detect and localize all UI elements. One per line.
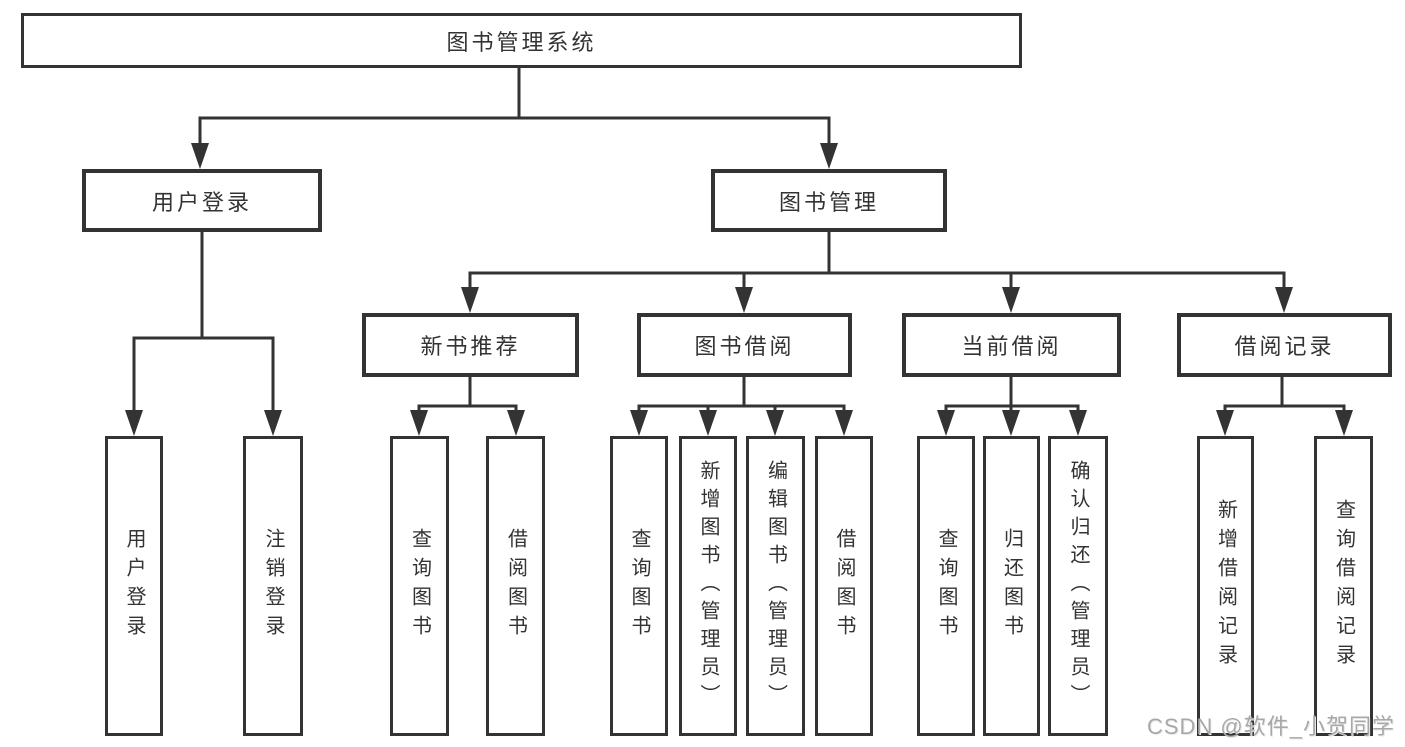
node-label: 确认归还（管理员） bbox=[1067, 460, 1089, 712]
leaf-br-add-record: 新增借阅记录 bbox=[1197, 436, 1254, 736]
node-label: 新增图书（管理员） bbox=[697, 460, 719, 712]
node-label: 用户登录 bbox=[123, 528, 145, 644]
leaf-bb-edit-books-admin: 编辑图书（管理员） bbox=[746, 436, 805, 736]
node-label: 查询图书 bbox=[408, 528, 431, 644]
arrowhead-down-icon bbox=[1335, 410, 1353, 436]
node-label: 注销登录 bbox=[262, 528, 284, 644]
arrowhead-down-icon bbox=[835, 410, 853, 436]
node-label: 图书管理系统 bbox=[446, 29, 597, 55]
leaf-bb-borrow-books: 借阅图书 bbox=[815, 436, 873, 736]
leaf-cb-confirm-return-admin: 确认归还（管理员） bbox=[1048, 436, 1108, 736]
node-label: 借阅记录 bbox=[1234, 334, 1335, 359]
node-library-management-system: 图书管理系统 bbox=[21, 13, 1022, 68]
node-new-book-recommend: 新书推荐 bbox=[362, 313, 579, 377]
node-book-borrowing: 图书借阅 bbox=[637, 313, 852, 377]
arrowhead-down-icon bbox=[937, 410, 955, 436]
leaf-bb-add-books-admin: 新增图书（管理员） bbox=[679, 436, 737, 736]
arrowhead-down-icon bbox=[1216, 410, 1234, 436]
arrowhead-down-icon bbox=[264, 410, 282, 436]
arrowhead-down-icon bbox=[1002, 410, 1020, 436]
arrowhead-down-icon bbox=[125, 410, 143, 436]
node-book-management: 图书管理 bbox=[711, 169, 947, 232]
leaf-user-login: 用户登录 bbox=[105, 436, 163, 736]
arrowhead-down-icon bbox=[410, 410, 428, 436]
arrowhead-down-icon bbox=[1069, 410, 1087, 436]
node-label: 查询图书 bbox=[628, 528, 650, 644]
node-current-borrowing: 当前借阅 bbox=[902, 313, 1121, 377]
arrowhead-down-icon bbox=[699, 410, 717, 436]
node-label: 借阅图书 bbox=[504, 528, 527, 644]
node-label: 新增借阅记录 bbox=[1214, 499, 1237, 673]
arrowhead-down-icon bbox=[1275, 287, 1293, 313]
arrowhead-down-icon bbox=[630, 410, 648, 436]
leaf-cb-return-books: 归还图书 bbox=[983, 436, 1040, 736]
arrowhead-down-icon bbox=[735, 287, 753, 313]
leaf-bb-query-books: 查询图书 bbox=[610, 436, 668, 736]
arrowhead-down-icon bbox=[461, 287, 479, 313]
node-label: 用户登录 bbox=[151, 189, 252, 215]
node-label: 查询图书 bbox=[935, 528, 957, 644]
arrowhead-down-icon bbox=[507, 410, 525, 436]
node-user-login: 用户登录 bbox=[82, 169, 322, 232]
leaf-nbr-borrow-books: 借阅图书 bbox=[486, 436, 545, 736]
leaf-nbr-query-books: 查询图书 bbox=[390, 436, 449, 736]
arrowhead-down-icon bbox=[820, 143, 838, 169]
node-label: 当前借阅 bbox=[961, 334, 1062, 359]
leaf-br-query-record: 查询借阅记录 bbox=[1314, 436, 1373, 736]
csdn-watermark: CSDN @软件_小贺同学 bbox=[1146, 714, 1395, 739]
arrowhead-down-icon bbox=[1002, 287, 1020, 313]
leaf-logout: 注销登录 bbox=[243, 436, 303, 736]
node-label: 图书管理 bbox=[778, 189, 879, 215]
node-label: 归还图书 bbox=[1000, 528, 1023, 644]
node-label: 图书借阅 bbox=[694, 334, 795, 359]
node-label: 借阅图书 bbox=[833, 528, 855, 644]
node-label: 查询借阅记录 bbox=[1332, 499, 1355, 673]
arrowhead-down-icon bbox=[766, 410, 784, 436]
node-label: 编辑图书（管理员） bbox=[764, 460, 787, 712]
leaf-cb-query-books: 查询图书 bbox=[917, 436, 975, 736]
node-borrowing-records: 借阅记录 bbox=[1177, 313, 1392, 377]
arrowhead-down-icon bbox=[191, 143, 209, 169]
node-label: 新书推荐 bbox=[420, 334, 521, 359]
